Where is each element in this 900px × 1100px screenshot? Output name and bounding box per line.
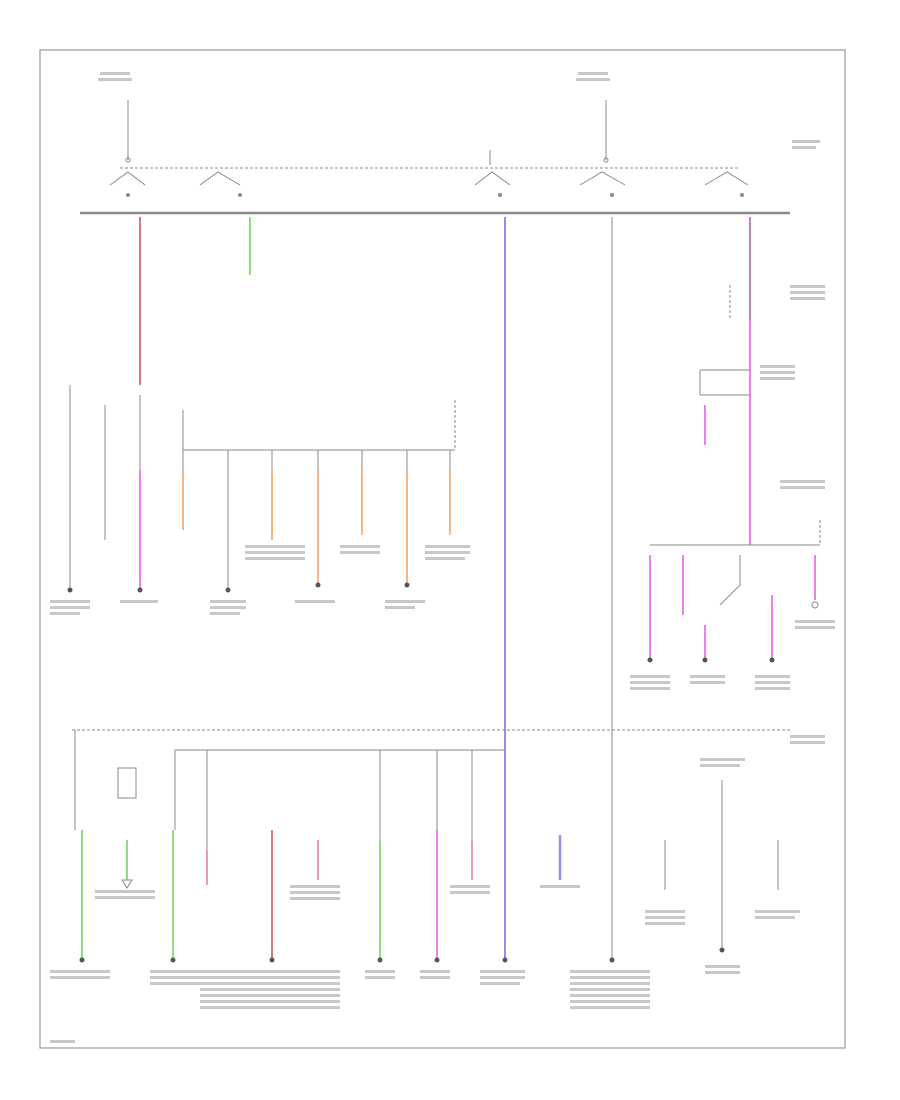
connector-markers (79, 947, 725, 963)
left-fuse-drops (182, 450, 451, 593)
illegible-label-marks (50, 72, 835, 1043)
lower-branch-drops (74, 730, 779, 960)
right-fuse-drops (647, 555, 819, 663)
diagram-frame (39, 49, 846, 1049)
right-upper-branch (699, 285, 751, 520)
relay-group-left (125, 100, 609, 165)
left-branch-group (67, 385, 143, 593)
ignition-switch-contacts (109, 171, 749, 197)
